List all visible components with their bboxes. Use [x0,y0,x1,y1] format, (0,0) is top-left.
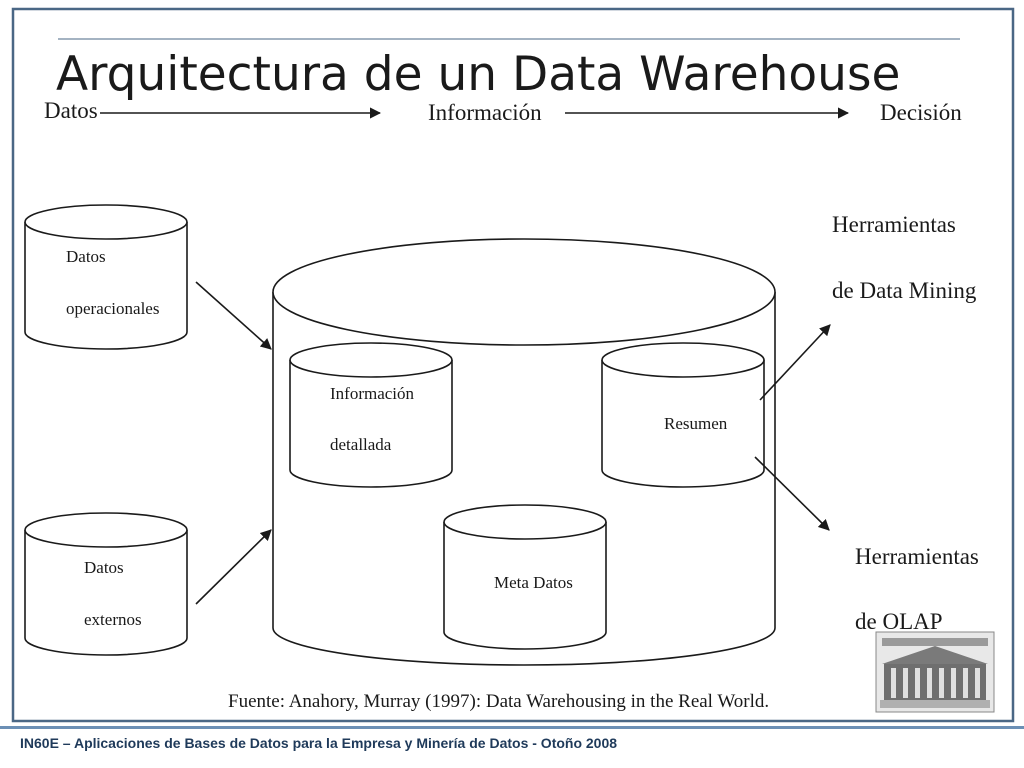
slide-frame [11,7,1015,723]
footer-course-text: IN60E – Aplicaciones de Bases de Datos p… [20,735,617,751]
data-mining-tools-label-line2: de Data Mining [832,278,977,303]
arrow-summary-to-data-mining [759,324,831,401]
footer-bar [0,726,1024,729]
data-mining-tools-label-line1: Herramientas [832,212,956,237]
summary-label: Resumen [664,414,728,433]
flow-stage-datos: Datos [44,98,98,123]
arrow-external-to-warehouse [195,529,272,605]
arrow-operational-to-warehouse [195,281,272,350]
detailed-information-label-line2: detallada [330,435,392,454]
olap-tools-label-line1: Herramientas [855,544,979,569]
operational-data-label-line1: Datos [66,247,106,266]
building-photo [875,631,995,713]
source-citation: Fuente: Anahory, Murray (1997): Data War… [228,691,769,712]
detailed-information-label-line1: Información [330,384,415,403]
flow-stage-decision: Decisión [880,100,962,125]
metadata-cylinder: Meta Datos [443,504,607,650]
summary-cylinder: Resumen [601,342,765,488]
operational-data-label-line2: operacionales [66,299,159,318]
external-data-label-line1: Datos [84,558,124,577]
olap-tools-label-line2: de OLAP [855,609,943,634]
operational-data-cylinder: Datos operacionales [24,204,188,350]
external-data-cylinder: Datos externos [24,512,188,656]
page-title: Arquitectura de un Data Warehouse [56,47,900,102]
metadata-label: Meta Datos [494,573,573,592]
arrow-summary-to-olap [754,456,830,531]
flow-stage-informacion: Información [428,100,542,125]
external-data-label-line2: externos [84,610,142,629]
detailed-information-cylinder: Información detallada [289,342,453,488]
